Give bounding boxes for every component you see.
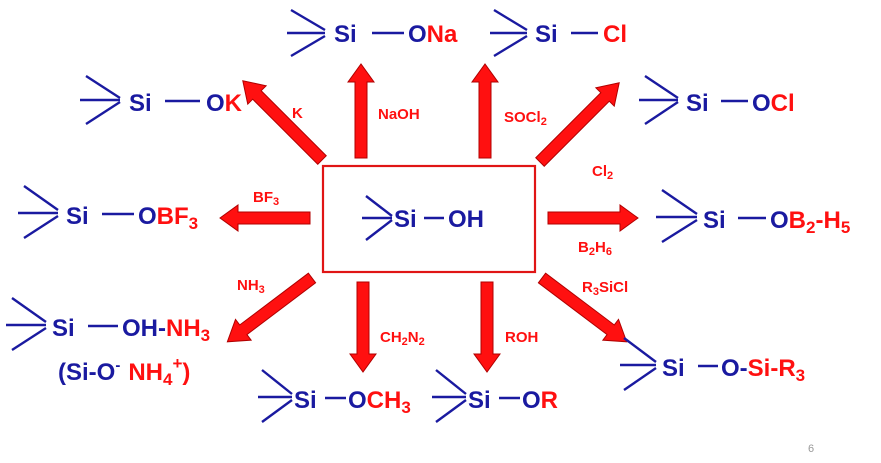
product-si-cl: Si Cl bbox=[490, 8, 627, 58]
center-oh: OH bbox=[448, 206, 484, 233]
si-label: Si bbox=[662, 355, 685, 382]
center-bonds bbox=[362, 195, 393, 241]
si-label: Si bbox=[52, 315, 75, 342]
arrow-naoh bbox=[347, 63, 375, 159]
center-si: Si bbox=[394, 206, 417, 233]
page-number: 6 bbox=[808, 443, 814, 455]
substituent-bonds bbox=[639, 75, 679, 125]
arrow-ch2n2 bbox=[349, 281, 377, 373]
formula: OCH3 bbox=[348, 387, 411, 417]
reagent-roh: ROH bbox=[505, 329, 538, 346]
product-si-ocl: Si OCl bbox=[639, 75, 795, 125]
arrow-socl2 bbox=[471, 63, 499, 159]
arrow-k bbox=[242, 80, 327, 165]
substituent-bonds bbox=[258, 369, 293, 423]
formula: ONa bbox=[408, 21, 458, 48]
arrow-cl2 bbox=[535, 82, 620, 167]
formula: OH-NH3 bbox=[122, 315, 210, 345]
si-label: Si bbox=[294, 387, 317, 414]
product-si-osir3: Si O-Si-R3 bbox=[620, 337, 805, 391]
substituent-bonds bbox=[6, 297, 47, 352]
substituent-bonds bbox=[18, 185, 59, 240]
arrow-roh bbox=[473, 281, 501, 373]
reagent-cl2: Cl2 bbox=[592, 163, 613, 182]
arrow-r3sicl bbox=[537, 272, 628, 343]
si-label: Si bbox=[686, 90, 709, 117]
reagent-k: K bbox=[292, 105, 303, 122]
reagent-nh3: NH3 bbox=[237, 277, 265, 296]
arrow-bf3 bbox=[219, 204, 311, 232]
si-label: Si bbox=[535, 21, 558, 48]
si-label: Si bbox=[66, 203, 89, 230]
reagent-ch2n2: CH2N2 bbox=[380, 329, 425, 348]
substituent-bonds bbox=[490, 8, 528, 58]
reagent-bf3: BF3 bbox=[253, 189, 279, 208]
substituent-bonds bbox=[80, 74, 121, 126]
product-si-ohnh3: Si OH-NH3 (Si-O-NH4+) bbox=[6, 297, 210, 389]
substituent-bonds bbox=[432, 369, 467, 423]
formula: OBF3 bbox=[138, 203, 198, 233]
reagent-socl2: SOCl2 bbox=[504, 109, 547, 128]
formula: OR bbox=[522, 387, 558, 414]
formula: OCl bbox=[752, 90, 795, 117]
si-label: Si bbox=[468, 387, 491, 414]
arrows bbox=[219, 63, 639, 373]
substituent-bonds bbox=[287, 8, 326, 58]
arrow-b2h6 bbox=[547, 204, 639, 232]
reagent-r3sicl: R3SiCl bbox=[582, 279, 628, 298]
si-label: Si bbox=[703, 207, 726, 234]
center-box bbox=[321, 164, 537, 274]
product-si-obf3: Si OBF3 bbox=[18, 185, 198, 240]
reagent-naoh: NaOH bbox=[378, 106, 420, 123]
si-label: Si bbox=[129, 90, 152, 117]
product-si-ok: Si OK bbox=[80, 74, 243, 126]
center-silanol: Si OH bbox=[362, 195, 484, 241]
si-label: Si bbox=[334, 21, 357, 48]
product-si-or: Si OR bbox=[432, 369, 558, 423]
arrow-nh3 bbox=[226, 272, 317, 343]
formula: OK bbox=[206, 90, 243, 117]
substituent-bonds bbox=[620, 337, 657, 391]
formula: OB2-H5 bbox=[770, 207, 850, 237]
reagent-b2h6: B2H6 bbox=[578, 239, 612, 258]
substituent-bonds bbox=[656, 189, 698, 244]
product-si-ob2h5: Si OB2-H5 bbox=[656, 189, 850, 244]
product-si-ona: Si ONa bbox=[287, 8, 458, 58]
product-si-och3: Si OCH3 bbox=[258, 369, 411, 423]
formula: O-Si-R3 bbox=[721, 355, 805, 385]
formula: Cl bbox=[603, 21, 627, 48]
ammonium-note: (Si-O-NH4+) bbox=[58, 354, 190, 389]
